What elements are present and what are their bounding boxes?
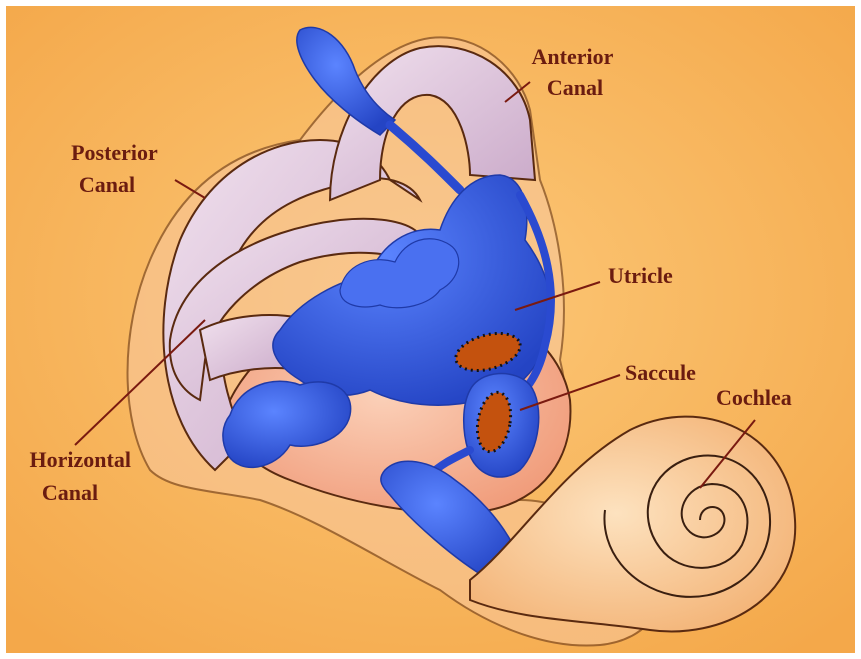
label-cochlea: Cochlea xyxy=(716,385,792,410)
label-saccule: Saccule xyxy=(625,360,696,385)
label-utricle: Utricle xyxy=(608,263,673,288)
